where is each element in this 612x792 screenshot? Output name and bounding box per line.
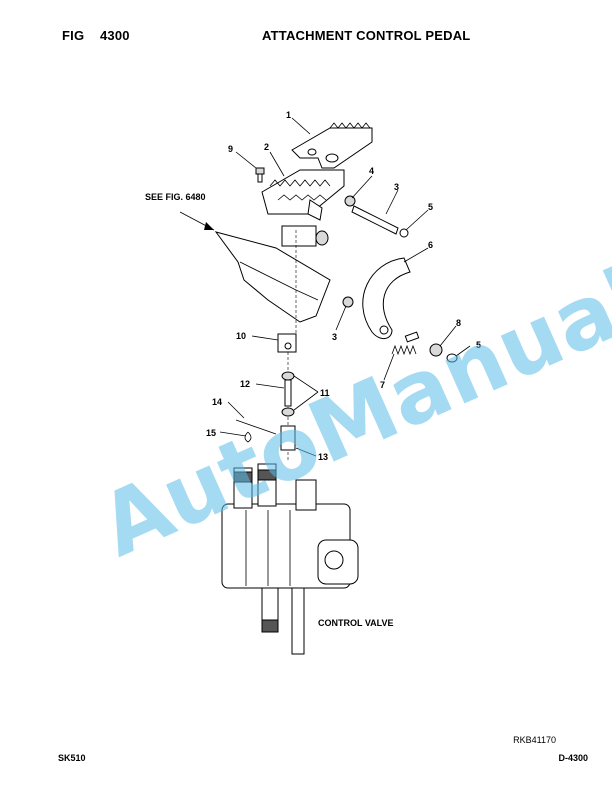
pin-3-upper [344,195,409,238]
callout-12: 12 [240,379,250,389]
callout-4: 4 [369,166,374,176]
spring-7 [391,331,420,356]
callout-1: 1 [286,110,291,120]
callout-10: 10 [236,331,246,341]
page-code: D-4300 [558,753,588,763]
coupler-13 [280,425,296,451]
callout-6: 6 [428,240,433,250]
see-fig-reference: SEE FIG. 6480 [145,192,206,202]
callout-numbers: 1 2 3 3 4 5 5 6 7 8 9 10 11 12 13 14 15 [206,110,481,462]
bushing-3-lower [342,296,354,308]
callout-11: 11 [320,388,330,398]
bolt-9 [255,167,265,183]
callout-2: 2 [264,142,269,152]
fig-number: 4300 [100,28,130,43]
callout-7: 7 [380,380,385,390]
washer-8 [429,343,443,357]
fig-label: FIG [62,28,85,43]
callout-15: 15 [206,428,216,438]
detent-plate-6 [362,257,411,339]
clip-15 [244,431,252,443]
callout-9: 9 [228,144,233,154]
arrow-head [204,222,214,230]
callout-3-upper: 3 [394,182,399,192]
pedal-body [261,169,345,221]
clip-5-lower [446,353,458,363]
control-valve-label: CONTROL VALVE [318,618,394,628]
mounting-bracket [214,225,331,340]
pin-14 [235,419,277,435]
callout-5-lower: 5 [476,340,481,350]
callout-5-upper: 5 [428,202,433,212]
callout-14: 14 [212,397,222,407]
model-code: SK510 [58,753,86,763]
control-valve [221,463,359,655]
leader-lines [219,117,471,457]
page-title: ATTACHMENT CONTROL PEDAL [262,28,471,43]
pedal-tread-top [291,122,373,169]
callout-8: 8 [456,318,461,328]
callout-13: 13 [318,452,328,462]
adjust-rod-12 [281,371,295,417]
drawing-code: RKB41170 [513,735,556,745]
callout-3-lower: 3 [332,332,337,342]
